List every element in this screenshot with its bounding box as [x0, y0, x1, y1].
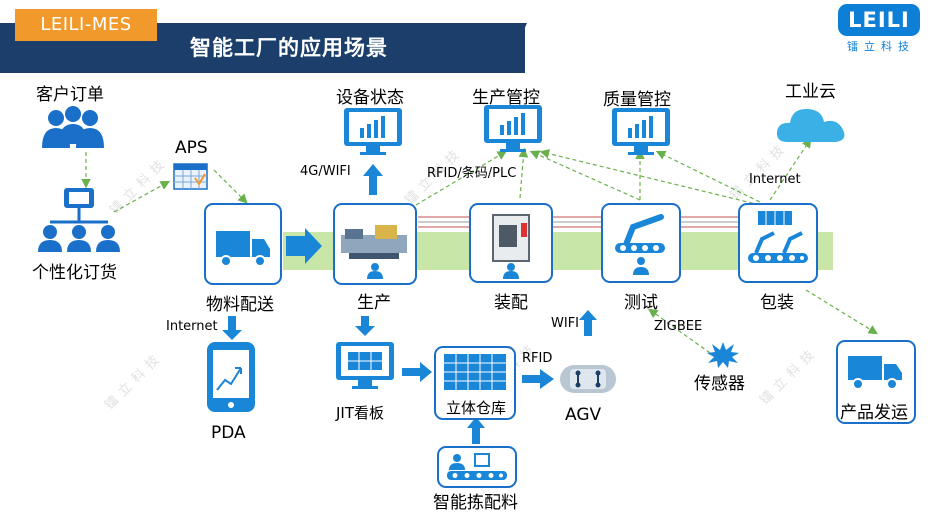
calendar-icon [173, 163, 208, 190]
company-logo-subtitle: 镭立科技 [847, 40, 915, 53]
production-control-monitor-icon [484, 105, 542, 152]
industrial-cloud-label: 工业云 [785, 82, 836, 102]
production-control-label: 生产管控 [472, 88, 540, 108]
truck-icon [216, 231, 270, 267]
smart-picking-node[interactable] [437, 446, 517, 488]
smart-picking-label: 智能拣配料 [433, 493, 518, 513]
jit-board-monitor-icon[interactable] [334, 340, 396, 394]
testing-label: 测试 [624, 293, 658, 313]
quality-control-monitor-icon [612, 108, 670, 155]
page-title: 智能工厂的应用场景 [190, 36, 388, 60]
solar-packaging-robot-icon [748, 211, 808, 263]
link-rfid-label: RFID [522, 351, 553, 366]
warehouse-node[interactable]: 立体仓库 [434, 346, 516, 420]
packaging-node[interactable] [738, 203, 818, 283]
conveyor-picking-icon [447, 453, 507, 480]
product-shipping-node[interactable]: 产品发运 [836, 340, 916, 424]
device-status-label: 设备状态 [336, 88, 404, 108]
quality-control-label: 质量管控 [603, 90, 671, 110]
cloud-icon [776, 108, 845, 142]
link-internet-pda-label: Internet [166, 319, 218, 334]
agv-label: AGV [565, 405, 602, 425]
link-zigbee-label: ZIGBEE [654, 319, 703, 334]
pda-label: PDA [211, 423, 246, 443]
cnc-machine-icon [492, 214, 530, 279]
assembly-label: 装配 [494, 293, 528, 313]
product-badge: LEILI-MES [15, 9, 157, 41]
product-shipping-label: 产品发运 [840, 403, 908, 423]
material-delivery-label: 物料配送 [206, 295, 274, 315]
shipping-truck-icon [848, 356, 902, 390]
warehouse-label: 立体仓库 [446, 399, 507, 417]
company-logo: LEILI [838, 4, 920, 36]
customers-icon [42, 106, 104, 148]
assembly-node[interactable] [469, 203, 553, 283]
material-delivery-node[interactable] [204, 203, 282, 285]
production-node[interactable] [333, 203, 417, 285]
robot-arm-icon [615, 214, 665, 275]
die-casting-machine-icon [341, 225, 407, 279]
production-label: 生产 [357, 293, 391, 313]
storage-rack-icon [444, 354, 506, 390]
testing-node[interactable] [601, 203, 681, 283]
jit-board-label: JIT看板 [336, 404, 385, 422]
sensor-burst-icon[interactable] [706, 341, 740, 369]
link-internet-cloud-label: Internet [749, 172, 801, 187]
personalized-order-label: 个性化订货 [32, 263, 117, 283]
customer-order-label: 客户订单 [36, 85, 104, 105]
link-wifi-label: WIFI [551, 316, 579, 331]
delivery-arrow [286, 228, 322, 264]
pda-tablet-icon[interactable] [205, 340, 257, 414]
sensor-label: 传感器 [694, 374, 745, 394]
packaging-label: 包装 [760, 293, 794, 313]
link-rfid-barcode-plc-label: RFID/条码/PLC [427, 166, 517, 181]
header-bar-slant [505, 23, 527, 73]
agv-vehicle-icon[interactable] [558, 361, 618, 397]
device-status-monitor-icon [344, 108, 402, 155]
aps-label: APS [175, 138, 208, 158]
link-4g-wifi-label: 4G/WIFI [300, 164, 351, 179]
network-users-icon [38, 188, 120, 252]
